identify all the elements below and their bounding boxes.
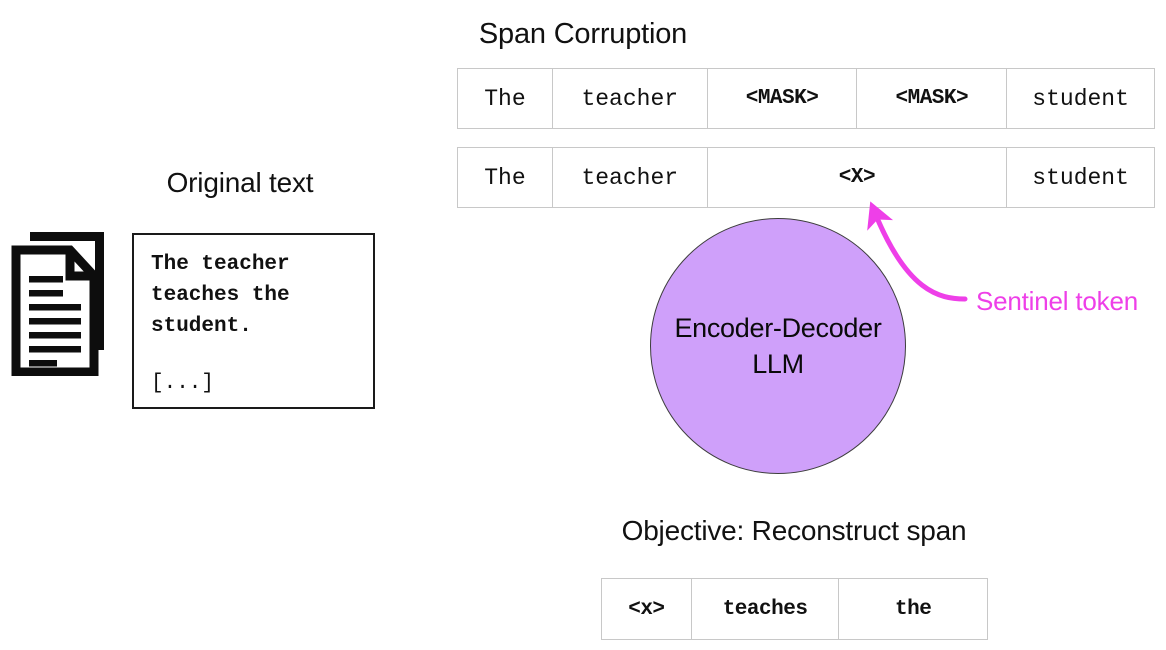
- token-cell: <MASK>: [708, 69, 858, 128]
- token-cell: the: [895, 597, 932, 621]
- token-cell: teaches: [692, 579, 840, 639]
- token-cell: <X>: [708, 148, 1008, 207]
- original-text-card: The teacher teaches the student. [...]: [132, 233, 375, 409]
- token-cell: <MASK>: [857, 69, 1008, 128]
- original-text-ellipsis: [...]: [151, 372, 215, 395]
- token-cell: student: [1032, 164, 1129, 191]
- span-corruption-title: Span Corruption: [478, 18, 688, 50]
- token-cell: The: [458, 69, 553, 128]
- encoder-decoder-llm-node: Encoder-Decoder LLM: [650, 218, 906, 474]
- original-text-title: Original text: [166, 167, 314, 198]
- token-cell: teacher: [553, 69, 708, 128]
- token-cell: The: [458, 148, 553, 207]
- documents-icon: [8, 228, 112, 377]
- token-cell: student: [1032, 85, 1129, 112]
- token-cell: teacher: [553, 148, 708, 207]
- token-cell: <x>: [602, 579, 692, 639]
- objective-title: Objective: Reconstruct span: [621, 515, 967, 546]
- original-text-body: The teacher teaches the student.: [151, 253, 290, 338]
- sentinel-token-label: Sentinel token: [976, 286, 1138, 316]
- model-label: Encoder-Decoder LLM: [674, 313, 882, 379]
- target-token-row: <x>teaches the: [601, 578, 988, 640]
